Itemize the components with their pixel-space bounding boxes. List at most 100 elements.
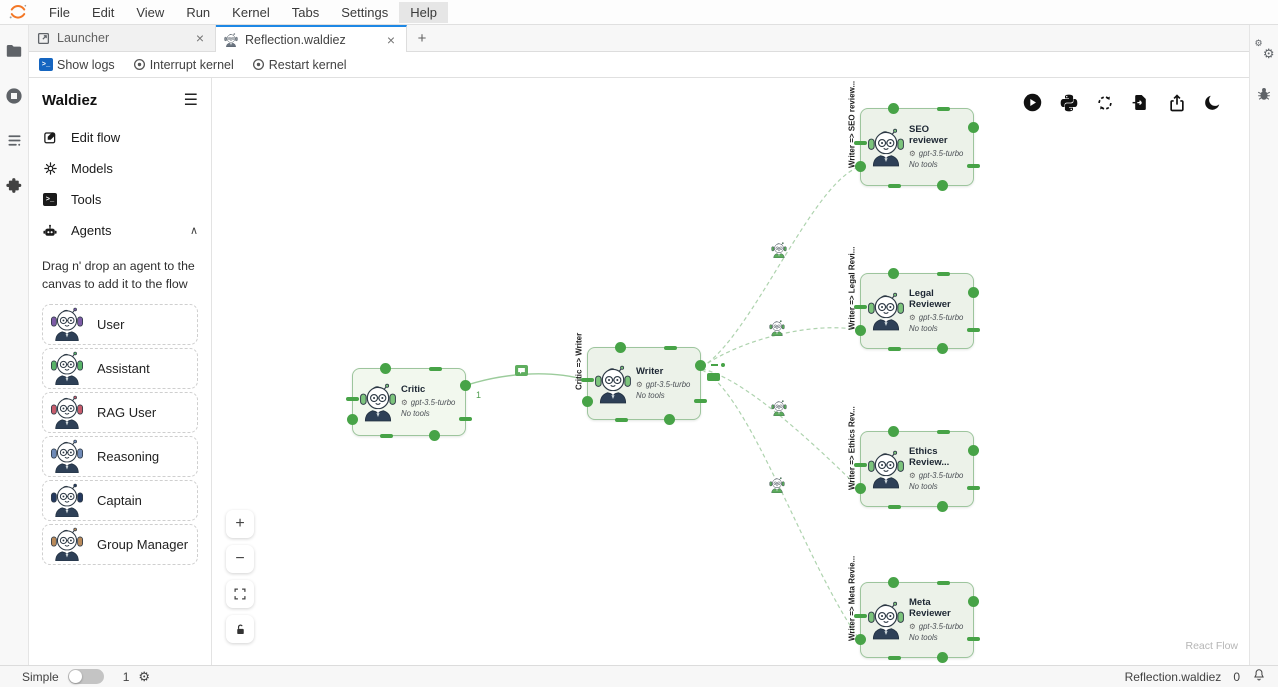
node-handle[interactable]: [937, 429, 951, 434]
menu-help[interactable]: Help: [399, 1, 448, 23]
node-handle[interactable]: [581, 377, 594, 382]
edge-writer-ethics[interactable]: [701, 368, 860, 489]
new-tab-button[interactable]: +: [417, 29, 427, 47]
node-handle[interactable]: [968, 286, 979, 298]
interrupt-kernel-button[interactable]: Interrupt kernel: [133, 58, 234, 72]
convert-to-python-icon[interactable]: [1058, 92, 1079, 113]
node-handle[interactable]: [614, 417, 628, 422]
node-handle[interactable]: [937, 106, 951, 111]
node-handle[interactable]: [968, 444, 979, 456]
node-handle[interactable]: [854, 463, 867, 468]
node-handle[interactable]: [694, 399, 707, 404]
node-handle[interactable]: [968, 122, 979, 133]
flow-node-legal-reviewer[interactable]: Legal Reviewer ⚙gpt-3.5-turbo No tools: [854, 268, 980, 354]
flow-canvas[interactable]: Critic ⚙gpt-3.5-turbo No tools Writer ⚙g…: [212, 78, 1249, 665]
node-handle[interactable]: [967, 636, 980, 641]
tab-launcher[interactable]: Launcher ×: [29, 25, 216, 51]
node-handle[interactable]: [855, 161, 866, 172]
node-handle[interactable]: [887, 504, 901, 509]
node-handle[interactable]: [967, 327, 980, 332]
agent-card-assistant[interactable]: Assistant: [42, 347, 198, 389]
menu-kernel[interactable]: Kernel: [232, 4, 270, 20]
menu-tabs[interactable]: Tabs: [291, 4, 320, 20]
bell-icon[interactable]: [1252, 668, 1266, 685]
node-handle[interactable]: [582, 396, 593, 408]
running-kernels-icon[interactable]: [5, 86, 24, 105]
property-inspector-icon[interactable]: ⚙ ⚙: [1255, 38, 1275, 61]
edge-agent-glyph[interactable]: [769, 320, 785, 336]
flow-node-seo-reviewer[interactable]: SEO reviewer ⚙gpt-3.5-turbo No tools: [854, 103, 980, 191]
node-handle[interactable]: [937, 343, 949, 354]
sync-icon[interactable]: [1094, 92, 1115, 113]
reactflow-attribution[interactable]: React Flow: [1185, 640, 1238, 652]
node-handle[interactable]: [614, 342, 626, 353]
hamburger-menu-icon[interactable]: ☰: [183, 92, 198, 109]
menu-edit[interactable]: Edit: [91, 4, 115, 20]
mode-toggle[interactable]: [67, 669, 104, 684]
close-icon[interactable]: ×: [386, 31, 395, 48]
node-handle[interactable]: [967, 485, 980, 490]
node-handle[interactable]: [664, 345, 678, 350]
extensions-icon[interactable]: [5, 176, 24, 195]
node-handle[interactable]: [887, 183, 901, 188]
node-handle[interactable]: [887, 655, 901, 660]
flow-node-critic[interactable]: Critic ⚙gpt-3.5-turbo No tools: [346, 363, 472, 441]
node-handle[interactable]: [968, 595, 979, 607]
export-flow-icon[interactable]: [1166, 92, 1187, 113]
node-handle[interactable]: [887, 268, 899, 279]
menu-settings[interactable]: Settings: [341, 4, 389, 20]
flow-node-meta-reviewer[interactable]: Meta Reviewer ⚙gpt-3.5-turbo No tools: [854, 577, 980, 663]
agent-card-rag-user[interactable]: RAG User: [42, 391, 198, 433]
edge-writer-seo[interactable]: [701, 166, 860, 368]
menu-view[interactable]: View: [136, 4, 165, 20]
node-handle[interactable]: [347, 413, 358, 425]
sidebar-item-models[interactable]: Models: [42, 153, 198, 184]
node-handle[interactable]: [695, 359, 706, 371]
debugger-icon[interactable]: [1255, 84, 1274, 103]
agent-card-user[interactable]: User: [42, 303, 198, 345]
node-handle[interactable]: [855, 633, 866, 645]
settings-gear-icon[interactable]: ⚙: [138, 668, 151, 684]
node-handle[interactable]: [429, 430, 441, 441]
node-handle[interactable]: [887, 426, 899, 437]
run-flow-icon[interactable]: [1022, 92, 1043, 113]
node-handle[interactable]: [855, 324, 866, 336]
node-handle[interactable]: [855, 482, 866, 494]
chevron-up-icon[interactable]: ∧: [189, 225, 198, 237]
node-handle[interactable]: [854, 141, 867, 146]
node-handle[interactable]: [887, 577, 899, 588]
node-handle[interactable]: [854, 614, 867, 619]
node-handle[interactable]: [379, 433, 393, 438]
fit-view-button[interactable]: [226, 580, 254, 608]
import-flow-icon[interactable]: [1130, 92, 1151, 113]
menu-run[interactable]: Run: [186, 4, 211, 20]
restart-kernel-button[interactable]: Restart kernel: [252, 58, 347, 72]
sidebar-item-tools[interactable]: >_ Tools: [42, 184, 198, 215]
lock-button[interactable]: [226, 615, 254, 643]
node-handle[interactable]: [967, 164, 980, 168]
node-handle[interactable]: [459, 416, 472, 421]
sidebar-item-edit-flow[interactable]: Edit flow: [42, 122, 198, 153]
flow-node-ethics-reviewer[interactable]: Ethics Review... ⚙gpt-3.5-turbo No tools: [854, 426, 980, 512]
zoom-out-button[interactable]: −: [226, 545, 254, 573]
close-icon[interactable]: ×: [195, 30, 204, 46]
tab-reflection-waldiez[interactable]: Reflection.waldiez ×: [216, 25, 407, 52]
node-handle[interactable]: [937, 580, 951, 585]
agent-card-reasoning[interactable]: Reasoning: [42, 435, 198, 477]
node-handle[interactable]: [937, 501, 949, 512]
node-handle[interactable]: [460, 379, 471, 391]
agent-card-captain[interactable]: Captain: [42, 479, 198, 521]
node-handle[interactable]: [346, 396, 359, 401]
node-handle[interactable]: [937, 180, 949, 191]
edge-agent-glyph[interactable]: [769, 477, 785, 493]
table-of-contents-icon[interactable]: [5, 131, 24, 150]
zoom-in-button[interactable]: +: [226, 510, 254, 538]
node-handle[interactable]: [937, 271, 951, 276]
node-handle[interactable]: [379, 363, 391, 374]
node-handle[interactable]: [664, 414, 676, 425]
node-handle[interactable]: [887, 346, 901, 351]
flow-node-writer[interactable]: Writer ⚙gpt-3.5-turbo No tools: [581, 342, 707, 425]
show-logs-button[interactable]: >_ Show logs: [39, 58, 115, 72]
node-handle[interactable]: [854, 305, 867, 310]
edge-agent-glyph[interactable]: [771, 242, 787, 258]
